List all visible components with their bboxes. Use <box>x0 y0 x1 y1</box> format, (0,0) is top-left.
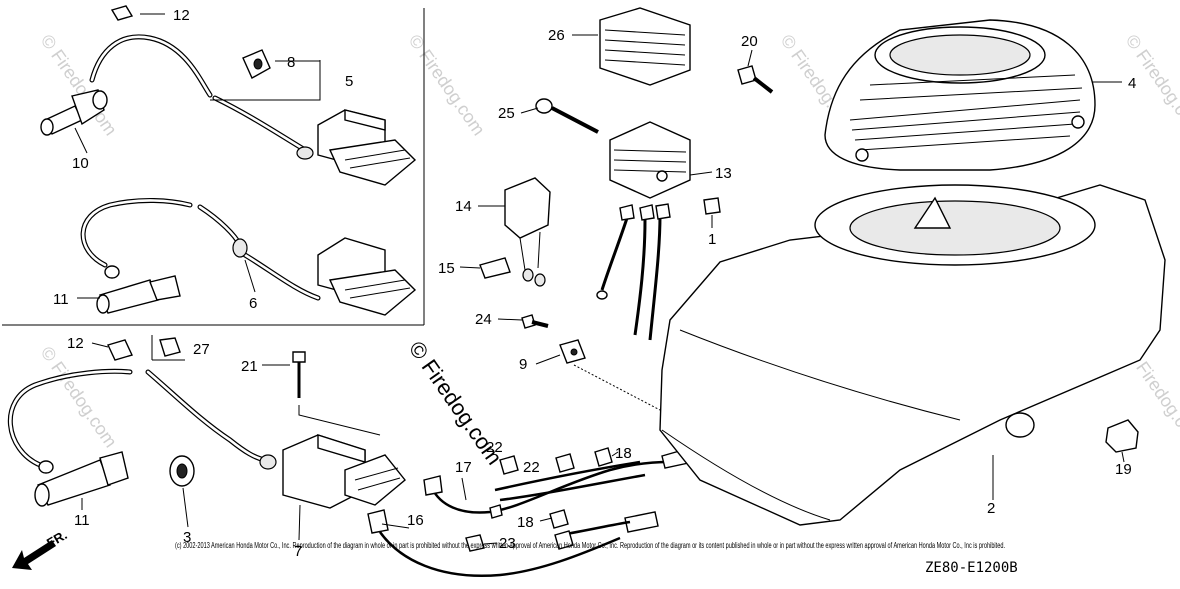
callout-16: 16 <box>407 512 424 529</box>
callout-22-right: 22 <box>523 459 540 476</box>
callout-1: 1 <box>708 231 716 248</box>
callout-18-top: 18 <box>615 445 632 462</box>
callout-labels: 12 8 5 10 11 6 12 27 21 11 3 7 26 25 13 … <box>53 7 1136 560</box>
regulator-group <box>479 7 721 411</box>
callout-10: 10 <box>72 155 89 172</box>
callout-21: 21 <box>241 358 258 375</box>
callout-7: 7 <box>294 543 302 560</box>
callout-24: 24 <box>475 311 492 328</box>
ignition-coil-assembly-middle <box>80 198 417 316</box>
callout-20: 20 <box>741 33 758 50</box>
callout-11-top: 11 <box>53 291 69 308</box>
callout-12-mid: 12 <box>67 335 84 352</box>
callout-6: 6 <box>249 295 257 312</box>
copyright-notice: (c) 2002-2013 American Honda Motor Co., … <box>175 541 1005 550</box>
inset-frame <box>2 8 425 326</box>
callout-27: 27 <box>193 341 210 358</box>
callout-19: 19 <box>1115 461 1132 478</box>
callout-26: 26 <box>548 27 565 44</box>
callout-18-bottom: 18 <box>517 514 534 531</box>
callout-15: 15 <box>438 260 455 277</box>
callout-23: 23 <box>499 535 516 552</box>
callout-14: 14 <box>455 198 472 215</box>
callout-9: 9 <box>519 356 527 373</box>
fan-cover-group <box>659 19 1166 526</box>
callout-2: 2 <box>987 500 995 517</box>
callout-8: 8 <box>287 54 295 71</box>
callout-17: 17 <box>455 459 472 476</box>
callout-11-bottom: 11 <box>74 512 90 529</box>
ignition-coil-assembly-lower <box>8 335 406 509</box>
callout-4: 4 <box>1128 75 1136 92</box>
watermark-faint: © Firedog.com <box>405 31 489 139</box>
leader-lines <box>74 13 1125 545</box>
callout-25: 25 <box>498 105 515 122</box>
callout-3: 3 <box>183 529 191 546</box>
ignition-coil-assembly-upper <box>40 5 417 186</box>
diagram-code: ZE80-E1200B <box>925 560 1018 576</box>
watermark-faint: © Firedog.com <box>37 343 121 451</box>
front-direction-arrow: FR. <box>12 527 70 570</box>
callout-22-left: 22 <box>486 439 503 456</box>
callout-5: 5 <box>345 73 353 90</box>
callout-12-top: 12 <box>173 7 190 24</box>
watermark-center: © Firedog.com <box>404 337 507 470</box>
callout-13: 13 <box>715 165 732 182</box>
